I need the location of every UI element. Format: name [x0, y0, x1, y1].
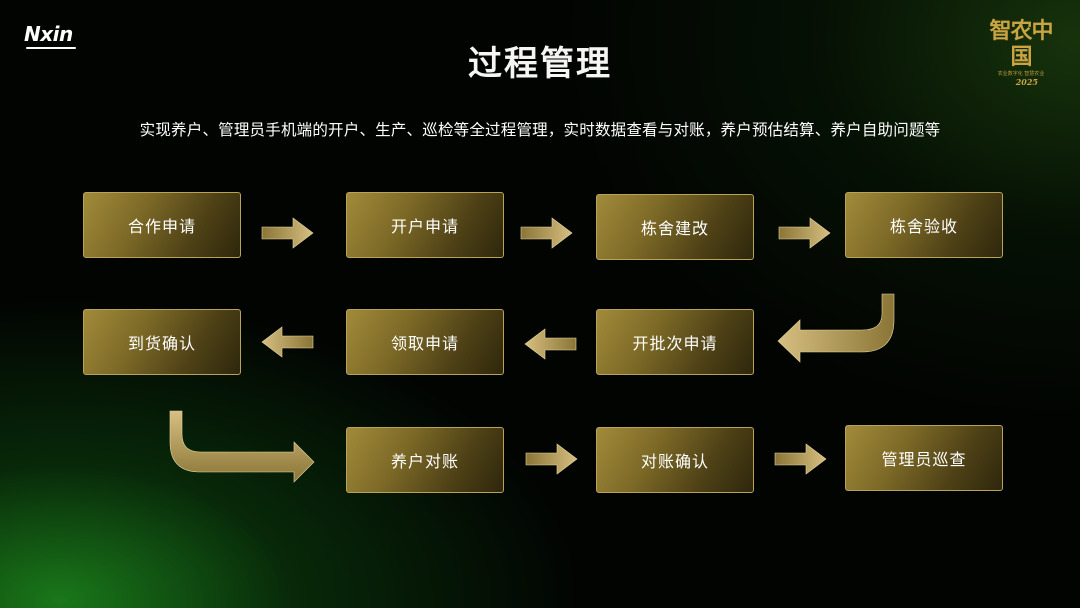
arrow-right-icon	[525, 443, 578, 475]
arrow-right-icon	[261, 217, 314, 249]
arrow-left-icon	[261, 326, 314, 358]
logo-underline	[26, 47, 76, 49]
badge-year: 2025	[1015, 77, 1038, 87]
step-batch-apply: 开批次申请	[596, 309, 754, 375]
step-claim-apply: 领取申请	[346, 309, 504, 375]
step-farmer-reconcile: 养户对账	[346, 427, 504, 493]
arrow-left-icon	[524, 328, 577, 360]
page-subtitle: 实现养户、管理员手机端的开户、生产、巡检等全过程管理，实时数据查看与对账，养户预…	[139, 121, 941, 139]
curved-arrow-down-left-icon	[777, 293, 895, 363]
step-cooperation-apply: 合作申请	[83, 192, 241, 258]
step-barn-acceptance: 栋舍验收	[845, 192, 1003, 258]
step-barn-renovation: 栋舍建改	[596, 194, 754, 260]
step-admin-inspection: 管理员巡查	[845, 425, 1003, 491]
curved-arrow-down-right-icon	[169, 410, 315, 483]
arrow-right-icon	[520, 217, 573, 249]
badge-subtext: 农业数字化 智慧农业	[997, 71, 1045, 77]
step-account-apply: 开户申请	[346, 192, 504, 258]
arrow-right-icon	[774, 443, 827, 475]
brand-logo: Nxin	[24, 22, 73, 46]
arrow-right-icon	[778, 217, 831, 249]
badge-title: 智农中国	[989, 18, 1053, 70]
event-badge: 智农中国 农业数字化 智慧农业 2025	[980, 18, 1062, 87]
step-reconcile-confirm: 对账确认	[596, 427, 754, 493]
page-title: 过程管理	[468, 44, 612, 84]
step-arrival-confirm: 到货确认	[83, 309, 241, 375]
